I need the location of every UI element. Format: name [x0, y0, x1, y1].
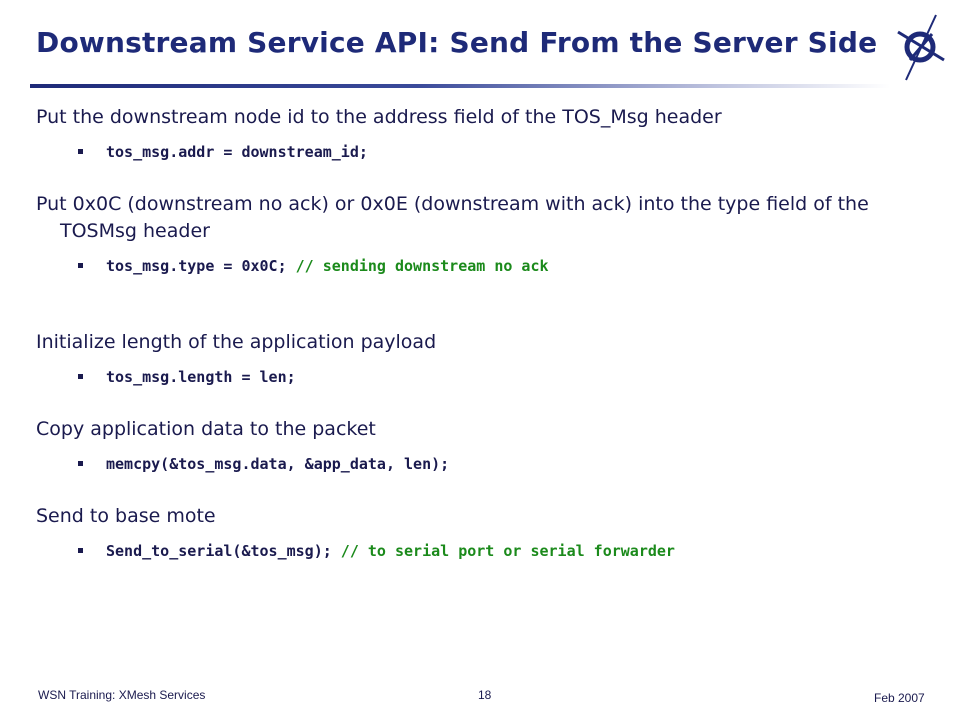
square-bullet-icon — [78, 548, 83, 553]
code-text: tos_msg.length = len; — [106, 368, 296, 386]
square-bullet-icon — [78, 461, 83, 466]
code-line: memcpy(&tos_msg.data, &app_data, len); — [78, 453, 926, 475]
slide-title: Downstream Service API: Send From the Se… — [36, 26, 878, 59]
code-text: Send_to_serial(&tos_msg); — [106, 542, 332, 560]
section-heading: Put 0x0C (downstream no ack) or 0x0E (do… — [36, 193, 869, 242]
code-line: Send_to_serial(&tos_msg); // to serial p… — [78, 540, 826, 562]
section-type: Put 0x0C (downstream no ack) or 0x0E (do… — [36, 191, 926, 277]
compass-logo-icon — [897, 14, 945, 81]
section-copy: Copy application data to the packet memc… — [36, 416, 926, 475]
section-heading: Put the downstream node id to the addres… — [36, 106, 722, 128]
square-bullet-icon — [78, 374, 83, 379]
code-line: tos_msg.length = len; — [78, 366, 926, 388]
square-bullet-icon — [78, 263, 83, 268]
section-heading: Initialize length of the application pay… — [36, 331, 437, 353]
square-bullet-icon — [78, 149, 83, 154]
code-comment: // sending downstream no ack — [286, 257, 549, 275]
footer-training-label: WSN Training: XMesh Services — [38, 688, 206, 702]
section-length: Initialize length of the application pay… — [36, 329, 926, 388]
section-send: Send to base mote Send_to_serial(&tos_ms… — [36, 503, 926, 562]
section-heading: Send to base mote — [36, 505, 216, 527]
title-underline — [30, 84, 890, 88]
section-heading: Copy application data to the packet — [36, 418, 376, 440]
code-line: tos_msg.addr = downstream_id; — [78, 141, 926, 163]
slide-body: Put the downstream node id to the addres… — [36, 104, 926, 562]
code-comment: // to serial port or serial forwarder — [331, 542, 675, 560]
page-number: 18 — [478, 688, 492, 702]
code-line: tos_msg.type = 0x0C; // sending downstre… — [78, 255, 926, 277]
footer-date: Feb 2007 — [874, 691, 925, 705]
code-text: memcpy(&tos_msg.data, &app_data, len); — [106, 455, 450, 473]
section-address: Put the downstream node id to the addres… — [36, 104, 926, 163]
code-text: tos_msg.type = 0x0C; — [106, 257, 287, 275]
code-text: tos_msg.addr = downstream_id; — [106, 143, 368, 161]
